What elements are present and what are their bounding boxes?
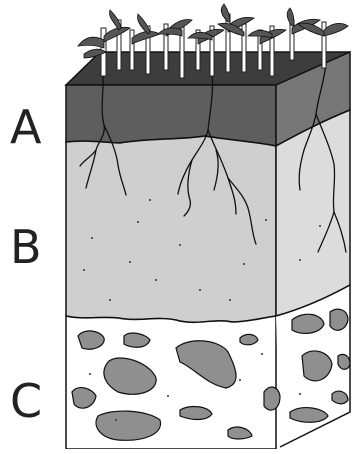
- horizon-b-front: [66, 136, 276, 322]
- horizon-label-c: C: [10, 378, 42, 424]
- horizon-b-side: [276, 110, 350, 316]
- horizon-label-a: A: [10, 104, 41, 150]
- horizon-label-b: B: [10, 224, 42, 270]
- horizon-a-front: [66, 85, 276, 146]
